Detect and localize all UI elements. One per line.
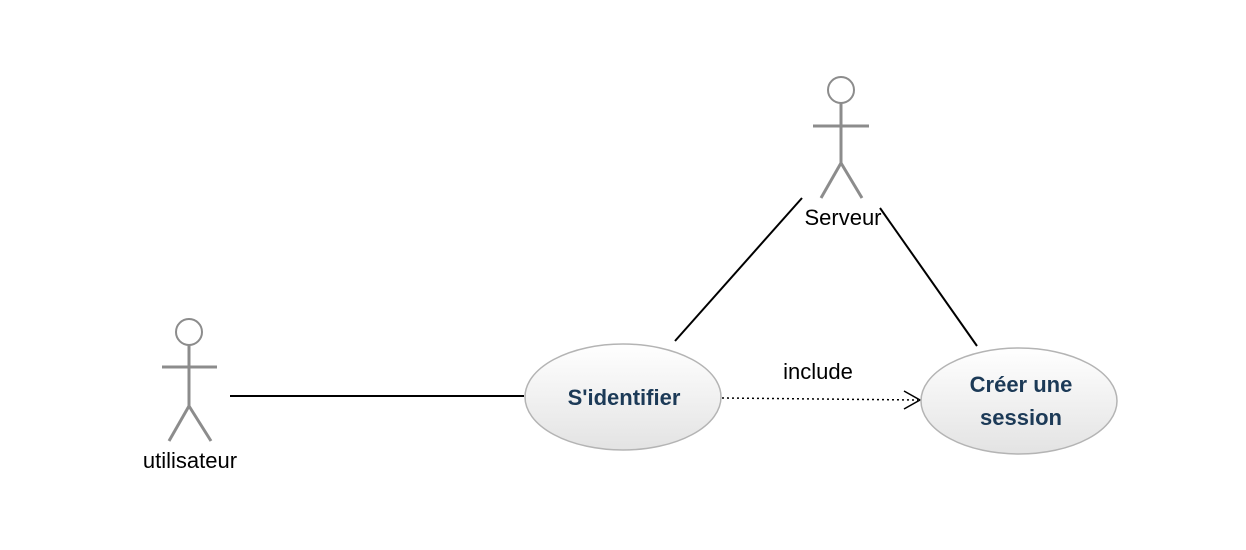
association-serveur-s-identifier <box>674 197 803 342</box>
use-case-s-identifier[interactable]: S'identifier <box>524 343 722 451</box>
actor-serveur-label: Serveur <box>804 205 881 230</box>
actor-left-leg <box>167 405 191 442</box>
actor-serveur[interactable]: Serveur <box>804 76 882 230</box>
use-case-ellipse <box>524 343 722 451</box>
actor-utilisateur[interactable]: utilisateur <box>143 318 237 473</box>
actor-head-icon <box>827 76 855 104</box>
use-case-s-identifier-label: S'identifier <box>568 385 681 410</box>
actor-left-leg <box>819 162 843 199</box>
actor-head-icon <box>175 318 203 346</box>
actor-right-leg <box>839 162 864 199</box>
association-serveur-creer-session <box>879 207 978 347</box>
use-case-creer-session-label-line1: Créer une <box>970 372 1073 397</box>
use-case-ellipse <box>920 347 1118 455</box>
use-case-creer-session-label-line2: session <box>980 405 1062 430</box>
actor-utilisateur-label: utilisateur <box>143 448 237 473</box>
use-case-creer-session[interactable]: Créer une session <box>920 347 1118 455</box>
actor-right-leg <box>187 405 213 442</box>
include-relation-line <box>721 397 919 401</box>
include-arrow-head <box>903 390 922 410</box>
include-label: include <box>783 359 853 384</box>
